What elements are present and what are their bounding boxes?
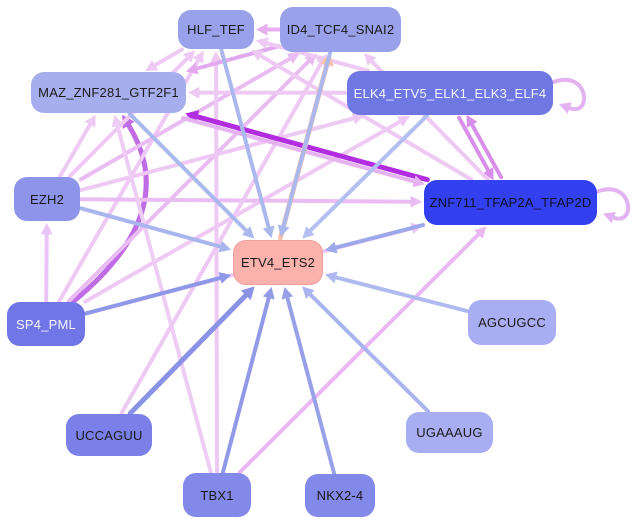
edge-uccaguu-id4 bbox=[119, 61, 323, 416]
edge-tbx1-etv4 bbox=[221, 296, 271, 474]
edge-ezh2-maz-arrowhead bbox=[84, 114, 96, 128]
edge-id4-maz bbox=[194, 44, 281, 71]
node-label-maz: MAZ_ZNF281_GTF2F1 bbox=[38, 85, 179, 100]
edge-sp4-etv4 bbox=[84, 275, 222, 316]
node-ezh2[interactable]: EZH2 bbox=[14, 177, 80, 221]
edge-id4-etv4-arrowhead bbox=[277, 224, 290, 237]
edge-uccaguu-etv4-arrowhead bbox=[240, 286, 255, 301]
edge-maz-znf711 bbox=[181, 116, 416, 184]
node-znf711[interactable]: ZNF711_TFAP2A_TFAP2D bbox=[424, 180, 597, 225]
edge-elk4-znf711-arrowhead bbox=[482, 167, 494, 181]
edge-hlf-maz-arrowhead bbox=[145, 60, 159, 71]
node-label-etv4: ETV4_ETS2 bbox=[240, 255, 316, 270]
edge-ugaaaug-etv4-arrowhead bbox=[302, 286, 315, 299]
edge-znf711-elk4-arrowhead bbox=[466, 114, 478, 128]
edge-hlf-maz bbox=[153, 47, 184, 68]
edge-tbx1-znf711 bbox=[237, 232, 481, 475]
edge-id4-etv4 bbox=[281, 49, 333, 228]
self-loop-elk4 bbox=[549, 78, 586, 112]
edge-maz-etv4 bbox=[127, 111, 249, 233]
edge-znf711-hlf-arrowhead bbox=[250, 50, 264, 61]
node-elk4[interactable]: ELK4_ETV5_ELK1_ELK3_ELF4 bbox=[347, 71, 553, 115]
edge-tbx1-maz bbox=[115, 123, 213, 474]
edge-sp4-ezh2-arrowhead bbox=[40, 223, 53, 235]
node-sp4[interactable]: SP4_PML bbox=[7, 302, 85, 346]
node-label-ugaaaug: UGAAAUG bbox=[416, 425, 483, 440]
edge-sp4-ezh2 bbox=[44, 232, 49, 303]
node-label-tbx1: TBX1 bbox=[200, 487, 234, 503]
node-label-nkx24: NKX2-4 bbox=[316, 488, 364, 503]
edge-ezh2-znf711-arrowhead bbox=[410, 195, 422, 208]
node-maz[interactable]: MAZ_ZNF281_GTF2F1 bbox=[31, 72, 186, 113]
edge-hlf-etv4-arrowhead bbox=[262, 225, 275, 239]
edge-ezh2-etv4 bbox=[79, 206, 223, 249]
node-label-uccaguu: UCCAGUU bbox=[75, 427, 143, 443]
edge-tbx1-etv4-arrowhead bbox=[262, 286, 275, 300]
node-label-elk4: ELK4_ETV5_ELK1_ELK3_ELF4 bbox=[353, 85, 547, 101]
edge-ezh2-etv4-arrowhead bbox=[218, 240, 232, 253]
node-nkx24[interactable]: NKX2-4 bbox=[305, 474, 375, 517]
edge-sp4-etv4-arrowhead bbox=[218, 272, 232, 284]
edge-ugaaaug-etv4 bbox=[308, 292, 431, 414]
edge-znf711-elk4 bbox=[470, 122, 504, 180]
edge-id4-maz-arrowhead bbox=[185, 62, 199, 75]
node-label-ezh2: EZH2 bbox=[29, 191, 65, 207]
edge-znf711-maz bbox=[194, 114, 430, 183]
edge-maz-etv4-arrowhead bbox=[241, 226, 255, 239]
node-ugaaaug[interactable]: UGAAAUG bbox=[406, 412, 493, 453]
node-label-znf711: ZNF711_TFAP2A_TFAP2D bbox=[429, 195, 592, 210]
edge-nkx24-etv4-arrowhead bbox=[281, 286, 294, 300]
edge-elk4-hlf-arrowhead bbox=[255, 37, 269, 50]
edge-tbx1-znf711-arrowhead bbox=[474, 226, 487, 239]
self-loop-znf711 bbox=[593, 187, 630, 221]
edge-ezh2-maz bbox=[58, 122, 92, 179]
edge-agcugcc-etv4-arrowhead bbox=[324, 271, 338, 284]
edge-uccaguu-etv4 bbox=[127, 292, 249, 416]
edge-id4-hlf-arrowhead bbox=[256, 23, 268, 36]
edge-sp4-id4 bbox=[66, 59, 311, 304]
node-hlf[interactable]: HLF_TEF bbox=[178, 10, 254, 49]
edge-tbx1-hlf-arrowhead bbox=[210, 51, 223, 63]
node-label-sp4: SP4_PML bbox=[16, 316, 76, 332]
edge-elk4-maz-arrowhead bbox=[188, 86, 200, 99]
edge-hlf-etv4 bbox=[219, 48, 271, 230]
node-agcugcc[interactable]: AGCUGCC bbox=[468, 300, 556, 345]
edge-znf711-etv4-arrowhead bbox=[324, 241, 338, 254]
edge-sp4-elk4 bbox=[83, 119, 402, 304]
node-label-agcugcc: AGCUGCC bbox=[478, 315, 546, 330]
node-uccaguu[interactable]: UCCAGUU bbox=[66, 414, 152, 456]
edge-znf711-id4-arrowhead bbox=[364, 53, 377, 66]
node-etv4[interactable]: ETV4_ETS2 bbox=[233, 240, 323, 285]
node-label-id4: ID4_TCF4_SNAI2 bbox=[286, 22, 395, 37]
edge-tbx1-hlf bbox=[214, 60, 219, 474]
edge-elk4-etv4-arrowhead bbox=[302, 226, 315, 239]
edge-elk4-znf711 bbox=[457, 115, 491, 173]
self-loop-znf711-arrowhead bbox=[603, 212, 616, 224]
edge-nkx24-etv4 bbox=[285, 295, 336, 475]
edge-sp4-elk4-arrowhead bbox=[396, 116, 410, 127]
edge-tbx1-maz-arrowhead bbox=[111, 114, 124, 128]
node-tbx1[interactable]: TBX1 bbox=[183, 473, 251, 517]
edge-sp4-hlf-arrowhead bbox=[192, 50, 204, 64]
edge-agcugcc-etv4 bbox=[334, 275, 469, 313]
edge-elk4-etv4 bbox=[308, 113, 429, 233]
edge-znf711-hlf bbox=[258, 53, 474, 182]
edge-ezh2-hlf-arrowhead bbox=[182, 50, 196, 63]
node-label-hlf: HLF_TEF bbox=[187, 22, 245, 37]
self-loop-elk4-arrowhead bbox=[559, 102, 572, 114]
edge-ezh2-znf711 bbox=[79, 197, 413, 204]
edge-ezh2-id4-arrowhead bbox=[286, 53, 300, 64]
node-id4[interactable]: ID4_TCF4_SNAI2 bbox=[280, 7, 401, 52]
edge-znf711-etv4 bbox=[334, 223, 425, 250]
edge-maz-znf711-arrowhead bbox=[412, 175, 425, 188]
